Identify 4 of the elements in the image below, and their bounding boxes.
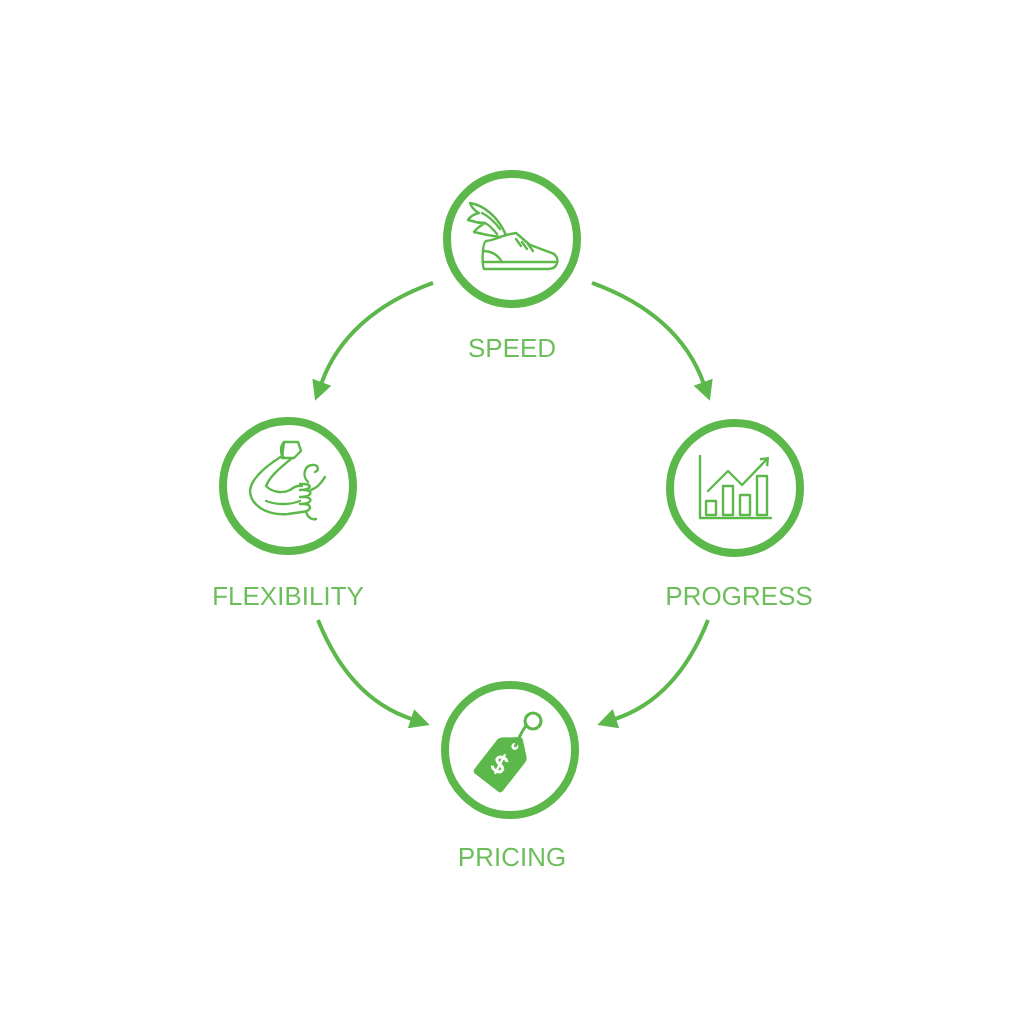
- step-label: PROGRESS: [667, 586, 812, 606]
- step-label: FLEXIBILITY: [214, 587, 364, 605]
- step-label: SPEED: [469, 338, 555, 358]
- step-label: PRICING: [459, 847, 565, 867]
